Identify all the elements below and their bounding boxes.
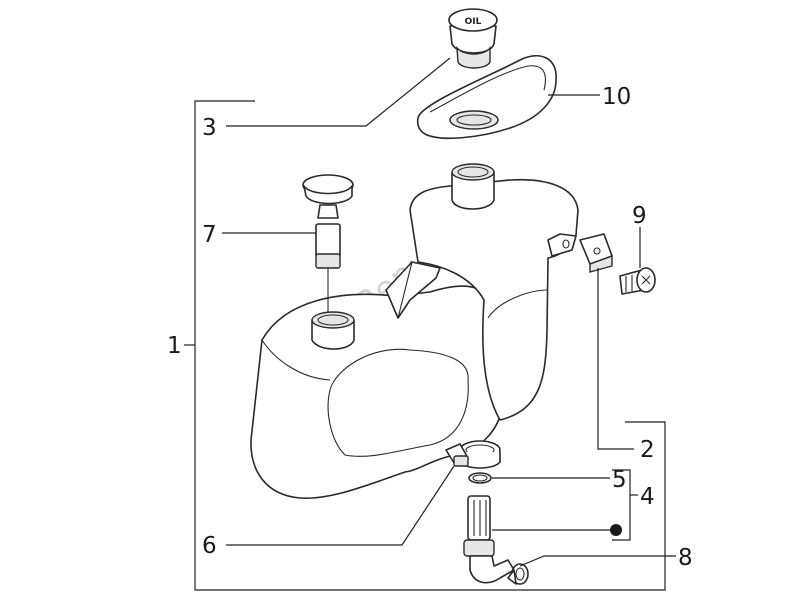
callout-7: 7: [202, 222, 217, 248]
oil-cap: OIL: [448, 8, 498, 69]
hose-clamp: [445, 440, 501, 469]
callout-1: 1: [167, 333, 182, 359]
callouts: 1 3 7 6 10 9 2 5 4 8: [167, 84, 693, 571]
seal-tray: [416, 55, 557, 140]
callout-10: 10: [602, 84, 631, 110]
screw: [619, 267, 656, 295]
callout-8: 8: [678, 545, 693, 571]
callout-4-dot: [610, 524, 622, 536]
callout-6: 6: [202, 533, 217, 559]
callout-4: 4: [640, 484, 655, 510]
callout-9: 9: [632, 203, 647, 229]
callout-3: 3: [202, 115, 217, 141]
o-ring: [468, 472, 492, 484]
oil-tank: [250, 163, 579, 499]
dipstick: [302, 174, 354, 312]
callout-5: 5: [612, 467, 627, 493]
filter-fitting: [463, 495, 515, 584]
callout-2: 2: [640, 437, 655, 463]
small-clamp: [507, 563, 529, 585]
clip-nut: [579, 233, 613, 273]
leader-lines: [184, 57, 676, 591]
oil-cap-label: OIL: [465, 17, 482, 27]
